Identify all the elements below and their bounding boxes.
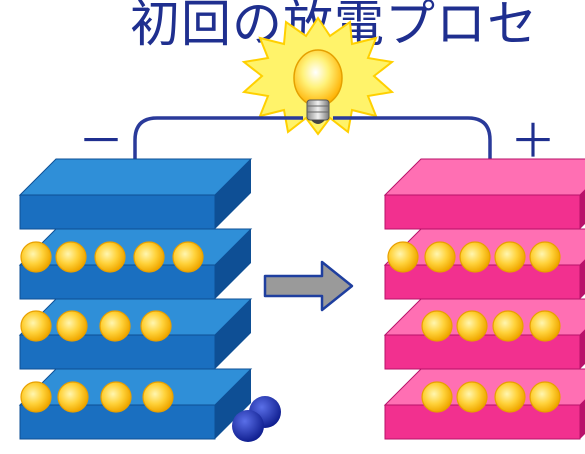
lithium-ion [421, 381, 453, 413]
lithium-ion [20, 241, 52, 273]
lithium-ion [133, 241, 165, 273]
electrode-layer [18, 158, 253, 230]
lithium-ion [142, 381, 174, 413]
circuit-wire [133, 116, 492, 185]
lithium-ion [56, 310, 88, 342]
lithium-ion [456, 381, 488, 413]
lithium-ion [456, 310, 488, 342]
lithium-ion [55, 241, 87, 273]
light-bulb-icon [241, 16, 395, 136]
anode-electrode [18, 158, 253, 440]
lithium-ion [20, 381, 52, 413]
electron-icon [232, 396, 281, 442]
lithium-ion [57, 381, 89, 413]
lithium-ion [494, 381, 526, 413]
cathode-electrode [383, 158, 585, 440]
lithium-ion [492, 310, 524, 342]
lithium-ion [421, 310, 453, 342]
electrode-layer [18, 368, 253, 440]
right-arrow-icon [263, 260, 354, 312]
negative-terminal-sign: － [78, 114, 124, 168]
positive-terminal-sign: ＋ [510, 114, 556, 168]
lithium-ion [529, 310, 561, 342]
electrode-layer [383, 158, 585, 230]
lithium-ion [20, 310, 52, 342]
lithium-ion [99, 310, 131, 342]
electrode-layer [18, 298, 253, 370]
lithium-ion [94, 241, 126, 273]
lithium-ion [529, 241, 561, 273]
lithium-ion [140, 310, 172, 342]
lithium-ion [494, 241, 526, 273]
lithium-ion [529, 381, 561, 413]
lithium-ion [459, 241, 491, 273]
lithium-ion [172, 241, 204, 273]
lithium-ion [424, 241, 456, 273]
lithium-ion [387, 241, 419, 273]
lithium-ion [100, 381, 132, 413]
